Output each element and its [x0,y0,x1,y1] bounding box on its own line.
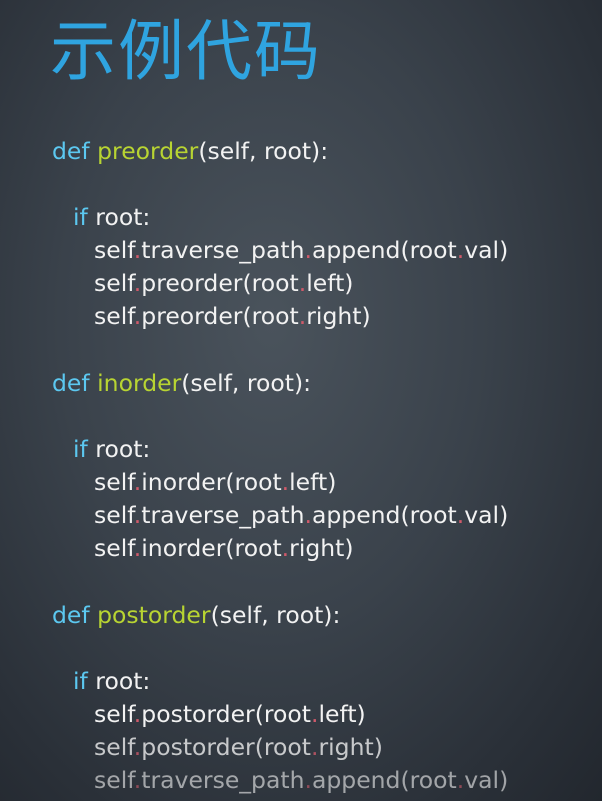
dot-token: . [281,534,290,562]
dot-token: . [133,269,142,297]
dot-token: . [133,700,142,728]
append-token: append [311,501,401,529]
dot-token: . [298,302,307,330]
dot-token: . [133,733,142,761]
dot-token: . [133,302,142,330]
dot-token: . [133,766,142,794]
dot-token: . [311,733,319,761]
dot-token: . [456,501,465,529]
function-name-inorder: inorder [97,369,182,397]
root-token: (root [254,733,311,761]
root-token: (root [400,766,457,794]
dot-token: . [304,501,312,529]
condition: root: [95,203,151,231]
condition: root: [95,667,151,695]
self-token: self [94,468,134,496]
root-token: (root [242,269,299,297]
left-token: left) [306,269,354,297]
dot-token: . [133,468,142,496]
self-token: self [94,700,134,728]
code-line-call-left: self.postorder(root.left) [94,699,366,729]
self-token: self [94,269,134,297]
code-line-call-left: self.inorder(root.left) [94,467,336,497]
slide-title: 示例代码 [50,13,322,90]
self-token: self [94,501,134,529]
dot-token: . [311,700,319,728]
code-line-append-val: self.traverse_path.append(root.val) [94,235,508,265]
keyword-def: def [52,601,90,629]
dot-token: . [133,236,142,264]
condition: root: [95,435,151,463]
function-name-preorder: preorder [97,137,199,165]
root-token: (root [400,501,457,529]
inorder-call-token: inorder [141,534,226,562]
dot-token: . [304,766,312,794]
self-token: self [94,302,134,330]
self-token: self [94,534,134,562]
self-token: self [94,766,134,794]
dot-token: . [133,501,142,529]
dot-token: . [456,766,465,794]
val-token: val) [464,236,509,264]
val-token: val) [464,766,509,794]
right-token: right) [289,534,354,562]
code-line-append-val: self.traverse_path.append(root.val) [94,500,508,530]
dot-token: . [281,468,290,496]
right-token: right) [306,302,371,330]
traverse-path-token: traverse_path [141,501,305,529]
keyword-if: if [73,435,88,463]
code-line-if: if root: [73,434,150,464]
self-token: self [94,236,134,264]
code-line-call-right: self.inorder(root.right) [94,533,354,563]
root-token: (root [254,700,311,728]
dot-token: . [304,236,312,264]
params: (self, root): [210,601,341,629]
val-token: val) [464,501,509,529]
function-name-postorder: postorder [97,601,211,629]
params: (self, root): [181,369,312,397]
keyword-if: if [73,667,88,695]
dot-token: . [456,236,465,264]
root-token: (root [400,236,457,264]
code-line-if: if root: [73,202,150,232]
root-token: (root [242,302,299,330]
code-line-def-postorder: def postorder(self, root): [52,600,340,630]
root-token: (root [225,534,282,562]
root-token: (root [225,468,282,496]
self-token: self [94,733,134,761]
keyword-if: if [73,203,88,231]
code-line-append-val: self.traverse_path.append(root.val) [94,765,508,795]
code-line-call-right: self.postorder(root.right) [94,732,383,762]
code-line-call-left: self.preorder(root.left) [94,268,353,298]
inorder-call-token: inorder [141,468,226,496]
preorder-call-token: preorder [141,302,243,330]
left-token: left) [289,468,337,496]
preorder-call-token: preorder [141,269,243,297]
traverse-path-token: traverse_path [141,766,305,794]
left-token: left) [318,700,366,728]
postorder-call-token: postorder [141,733,255,761]
append-token: append [311,766,401,794]
params: (self, root): [198,137,329,165]
dot-token: . [133,534,142,562]
code-line-def-inorder: def inorder(self, root): [52,368,311,398]
keyword-def: def [52,369,90,397]
right-token: right) [318,733,383,761]
keyword-def: def [52,137,90,165]
code-line-call-right: self.preorder(root.right) [94,301,371,331]
code-line-if: if root: [73,666,150,696]
postorder-call-token: postorder [141,700,255,728]
dot-token: . [298,269,307,297]
code-line-def-preorder: def preorder(self, root): [52,136,328,166]
append-token: append [311,236,401,264]
traverse-path-token: traverse_path [141,236,305,264]
